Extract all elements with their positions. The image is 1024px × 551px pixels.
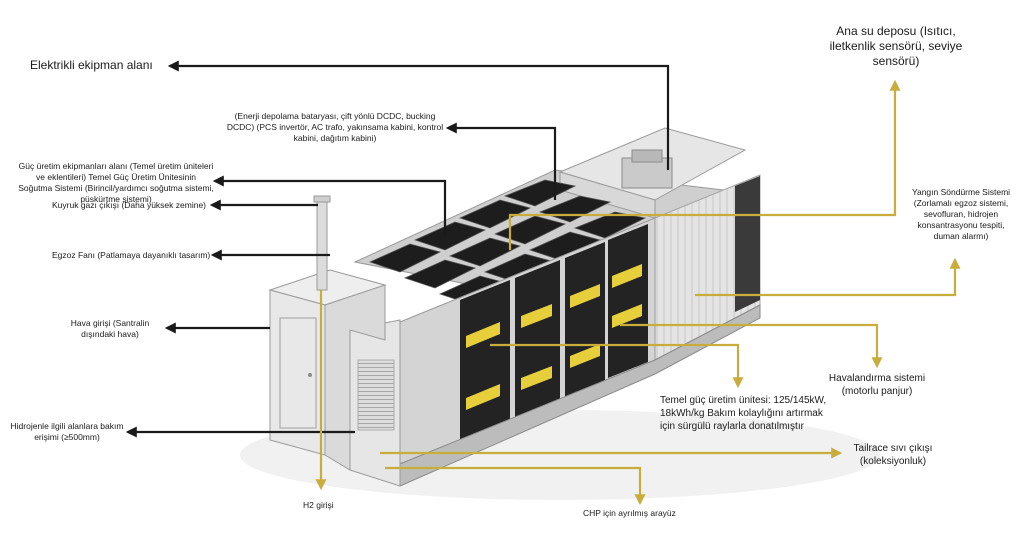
label-tailrace: Tailrace sıvı çıkışı (koleksiyonluk) [853, 443, 933, 467]
label-power-equipment: Güç üretim ekipmanları alanı (Temel üret… [18, 161, 214, 204]
label-air-inlet: Hava girişi (Santralin dışındaki hava) [70, 318, 150, 339]
label-basic-unit: Temel güç üretim ünitesi: 125/145kW, 18k… [660, 395, 827, 432]
arrow-fire-suppression [695, 257, 961, 297]
exhaust-stack-cap [313, 195, 331, 203]
warning-labels [466, 264, 642, 410]
end-module-side [324, 284, 386, 471]
end-module-door [279, 317, 317, 429]
gold-arrows [315, 79, 961, 506]
label-ventilation: Havalandırma sistemi (motorlu panjur) [828, 373, 926, 397]
black-arrows [125, 60, 670, 438]
label-energy-storage: (Enerji depolama bataryası, çift yönlü D… [226, 111, 444, 143]
exhaust-stack [316, 199, 328, 291]
label-chp-interface: CHP için ayrılmış arayüz [583, 508, 676, 518]
label-fire-suppression: Yangın Söndürme Sistemi (Zorlamalı egzoz… [911, 187, 1011, 241]
label-water-tank: Ana su deposu (Isıtıcı, iletkenlik sensö… [829, 24, 963, 68]
container-illustration [240, 127, 880, 500]
label-maintenance: Hidrojenle ilgili alanlara bakım erişimi… [10, 421, 124, 442]
label-h2-inlet: H2 girişi [303, 500, 334, 510]
water-tank-unit [621, 157, 673, 189]
container-rear-bay [735, 176, 760, 312]
arrow-water-tank [508, 79, 901, 250]
water-tank-cap [631, 149, 663, 163]
label-exhaust-fan: Egzoz Fanı (Patlamaya dayanıklı tasarım) [52, 250, 211, 260]
door-handle [308, 373, 312, 377]
label-exhaust-outlet: Kuyruk gazı çıkışı (Daha yüksek zemine) [52, 200, 207, 210]
arrow-basic-unit [490, 343, 744, 389]
arrow-electrical-area [167, 60, 670, 170]
arrow-power-equipment [212, 175, 447, 235]
label-electrical-area: Elektrikli ekipman alanı [30, 58, 153, 72]
cabinet-louver [357, 359, 395, 431]
end-module-front [269, 289, 326, 456]
arrow-chp [385, 466, 646, 506]
arrow-energy-storage [445, 122, 557, 200]
arrow-ventilation [620, 323, 883, 369]
